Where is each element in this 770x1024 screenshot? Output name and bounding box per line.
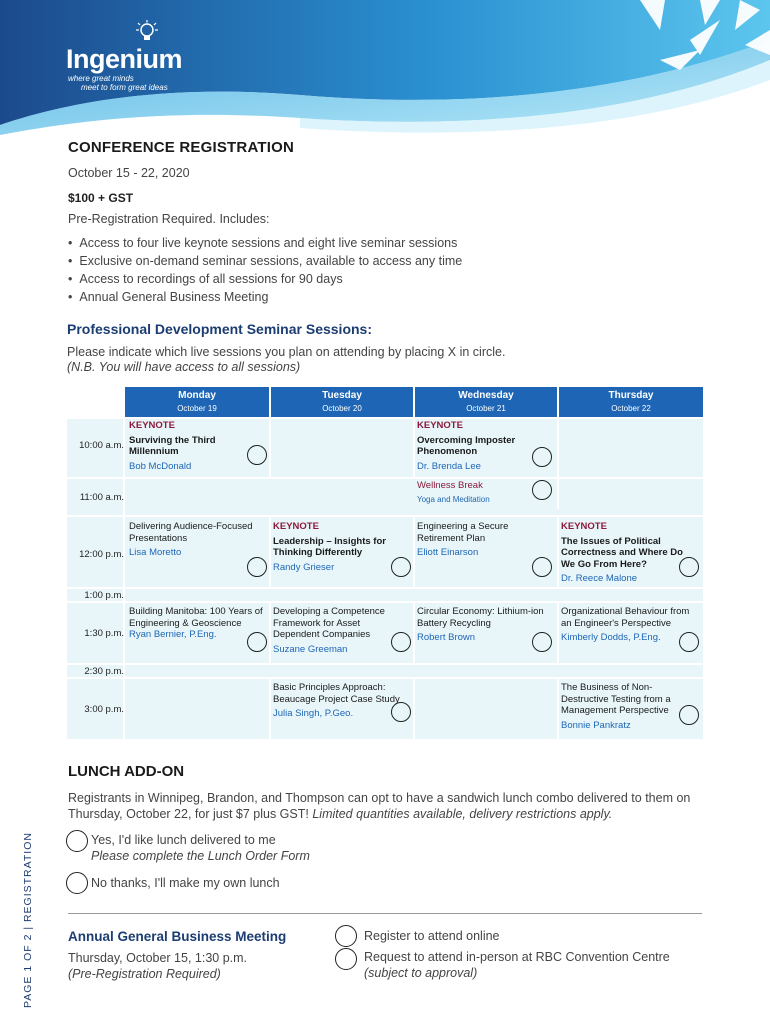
conference-dates: October 15 - 22, 2020	[68, 166, 190, 180]
session-thu-12: KEYNOTE The Issues of Political Correctn…	[561, 521, 683, 584]
session-tue-12: KEYNOTE Leadership – Insights for Thinki…	[273, 521, 386, 573]
session-select-circle[interactable]	[679, 705, 699, 725]
time-label: 11:00 a.m.	[79, 492, 124, 503]
divider	[68, 913, 702, 914]
header-banner	[0, 0, 770, 135]
agm-online-radio[interactable]	[335, 925, 357, 947]
list-item: Exclusive on-demand seminar sessions, av…	[68, 252, 462, 270]
lunch-description: Registrants in Winnipeg, Brandon, and Th…	[68, 791, 691, 821]
note-text: (N.B. You will have access to all sessio…	[67, 360, 301, 374]
lunch-no-radio[interactable]	[66, 872, 88, 894]
session-select-circle[interactable]	[247, 557, 267, 577]
session-select-circle[interactable]	[532, 447, 552, 467]
lunch-no-option: No thanks, I'll make my own lunch	[91, 876, 280, 890]
time-label: 10:00 a.m.	[79, 440, 124, 451]
agm-heading: Annual General Business Meeting	[68, 929, 287, 944]
list-item: Access to four live keynote sessions and…	[68, 234, 462, 252]
agm-note: (Pre-Registration Required)	[68, 967, 221, 981]
time-label: 1:00 p.m.	[84, 590, 124, 601]
time-label: 2:30 p.m.	[84, 666, 124, 677]
session-mon-10: KEYNOTE Surviving the Third Millennium B…	[129, 420, 216, 472]
seminar-heading: Professional Development Seminar Session…	[67, 321, 372, 337]
logo-tagline: where great minds	[68, 74, 134, 83]
list-item: Access to recordings of all sessions for…	[68, 270, 462, 288]
page-title: CONFERENCE REGISTRATION	[68, 139, 294, 156]
session-select-circle[interactable]	[391, 702, 411, 722]
session-select-circle[interactable]	[391, 632, 411, 652]
instruction-text: Please indicate which live sessions you …	[67, 345, 506, 359]
lightbulb-icon	[136, 20, 158, 40]
lunch-heading: LUNCH ADD-ON	[68, 763, 185, 780]
logo-tagline-2: meet to form great ideas	[81, 83, 168, 92]
agm-inperson-radio[interactable]	[335, 948, 357, 970]
time-label: 1:30 p.m.	[84, 628, 124, 639]
session-select-circle[interactable]	[532, 632, 552, 652]
session-tue-3: Basic Principles Approach: Beaucage Proj…	[273, 682, 400, 719]
session-select-circle[interactable]	[247, 445, 267, 465]
time-label: 3:00 p.m.	[84, 704, 124, 715]
time-label: 12:00 p.m.	[79, 549, 124, 560]
session-thu-130: Organizational Behaviour from an Enginee…	[561, 606, 690, 643]
agm-inperson-option: Request to attend in-person at RBC Conve…	[364, 950, 670, 980]
session-select-circle[interactable]	[532, 480, 552, 500]
lunch-yes-radio[interactable]	[66, 830, 88, 852]
session-mon-12: Delivering Audience-Focused Presentation…	[129, 521, 253, 558]
session-tue-130: Developing a Competence Framework for As…	[273, 606, 385, 655]
session-wed-11: Wellness Break Yoga and Meditation	[417, 480, 490, 504]
prereg-text: Pre-Registration Required. Includes:	[68, 212, 270, 226]
page-side-label: PAGE 1 OF 2 | REGISTRATION	[22, 832, 34, 1008]
session-select-circle[interactable]	[679, 632, 699, 652]
session-thu-3: The Business of Non-Destructive Testing …	[561, 682, 671, 731]
includes-list: Access to four live keynote sessions and…	[68, 234, 462, 306]
agm-online-option: Register to attend online	[364, 929, 500, 943]
session-select-circle[interactable]	[391, 557, 411, 577]
session-mon-130: Building Manitoba: 100 Years of Engineer…	[129, 606, 263, 640]
session-wed-130: Circular Economy: Lithium-ion Battery Re…	[417, 606, 544, 643]
agm-date: Thursday, October 15, 1:30 p.m.	[68, 951, 248, 965]
session-wed-12: Engineering a Secure Retirement Plan Eli…	[417, 521, 509, 558]
session-wed-10: KEYNOTE Overcoming Imposter Phenomenon D…	[417, 420, 516, 472]
list-item: Annual General Business Meeting	[68, 288, 462, 306]
lunch-yes-option: Yes, I'd like lunch delivered to me Plea…	[91, 833, 310, 863]
session-select-circle[interactable]	[247, 632, 267, 652]
logo-name: Ingenium	[66, 44, 183, 74]
price: $100 + GST	[68, 191, 134, 205]
session-select-circle[interactable]	[679, 557, 699, 577]
session-select-circle[interactable]	[532, 557, 552, 577]
